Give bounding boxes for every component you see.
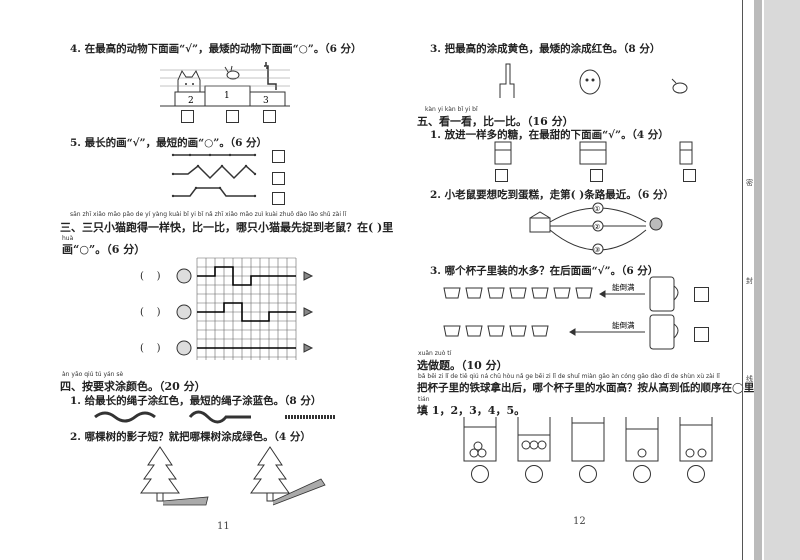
answer-box[interactable]: [694, 327, 709, 342]
tree-icon: [250, 446, 290, 502]
seal-label: 密: [746, 179, 753, 187]
giraffe-icon: [499, 63, 515, 98]
mouse-icon: [303, 343, 314, 353]
beaker-icon: [571, 417, 605, 462]
trees-figure: [140, 446, 326, 506]
answer-circle[interactable]: [687, 465, 705, 483]
step-label: 1: [224, 91, 230, 101]
animals-height-figure: [499, 63, 688, 98]
question-4: 4. 在最高的动物下面画“√”，最矮的动物下面画“○”。（6 分）: [70, 43, 362, 55]
answer-box[interactable]: [694, 287, 709, 302]
answer-box[interactable]: [683, 169, 696, 182]
pour-label: 能倒满: [612, 320, 635, 330]
cat-icon: [176, 304, 192, 320]
section-4-title: 四、按要求涂颜色。（20 分）: [60, 380, 206, 393]
page-number: 11: [217, 521, 230, 532]
tree-icon: [140, 446, 180, 502]
rabbit-icon: [224, 65, 240, 80]
answer-box[interactable]: [590, 169, 603, 182]
beaker-icon: [517, 417, 551, 462]
answer-box[interactable]: [263, 110, 276, 123]
mouse-icon: [649, 217, 663, 231]
cup-icon: [679, 141, 693, 165]
seal-label: 线: [746, 375, 753, 383]
lines-figure: [171, 153, 257, 198]
pinyin-hua: huà: [62, 235, 74, 242]
section-4-q1: 1. 给最长的绳子涂红色，最短的绳子涂蓝色。（8 分）: [70, 395, 322, 407]
section-3-title: 三、三只小猫跑得一样快，比一比，哪只小猫最先捉到老鼠？在( )里: [60, 221, 394, 234]
beakers-figure: [463, 417, 713, 462]
question-3: 3. 把最高的涂成黄色，最矮的涂成红色。（8 分）: [430, 43, 661, 55]
answer-circle[interactable]: [525, 465, 543, 483]
path-label: ③: [594, 246, 600, 254]
answer-paren[interactable]: ( ): [140, 271, 161, 282]
pinyin-line: kàn yi kàn bǐ yi bǐ: [425, 106, 478, 113]
ropes-figure: [94, 410, 335, 424]
section-4-q2: 2. 哪棵树的影子短？就把哪棵树涂成绿色。（4 分）: [70, 431, 311, 443]
seal-label: 封: [746, 277, 753, 285]
pinyin-tian: tián: [418, 396, 430, 403]
section-5-q1: 1. 放进一样多的糖，在最甜的下面画“√”。（4 分）: [430, 129, 669, 141]
path-label: ②: [594, 223, 600, 231]
answer-box[interactable]: [272, 192, 285, 205]
pinyin-line: xuǎn zuò tí: [418, 350, 452, 357]
animal-steps-figure: 2 1 3: [160, 62, 290, 107]
answer-paren[interactable]: ( ): [140, 307, 161, 318]
cat-grid-figure: [176, 257, 314, 360]
answer-box[interactable]: [272, 172, 285, 185]
answer-box[interactable]: [495, 169, 508, 182]
cat-icon: [176, 268, 192, 284]
binding-margin: 密 封 线: [742, 0, 800, 560]
answer-box[interactable]: [226, 110, 239, 123]
answer-paren[interactable]: ( ): [140, 343, 161, 354]
section-5-title: 五、看一看，比一比。（16 分）: [417, 115, 574, 128]
cup-icon: [579, 141, 607, 165]
section-5-q3: 3. 哪个杯子里装的水多？在后面画“√”。（6 分）: [430, 265, 659, 277]
mouse-icon: [303, 271, 314, 281]
section-6-title: 选做题。（10 分）: [417, 359, 508, 372]
answer-circle[interactable]: [633, 465, 651, 483]
step-label: 2: [188, 96, 194, 106]
cat-icon: [177, 69, 201, 93]
cups-figure: [494, 141, 693, 165]
question-5: 5. 最长的画“√”，最短的画“○”。（6 分）: [70, 137, 268, 149]
section-6-line2: 填 1，2，3，4，5。: [417, 404, 526, 417]
dog-icon: [579, 69, 601, 95]
cat-icon: [176, 340, 192, 356]
pinyin-line: sān zhī xiǎo māo pǎo de yí yàng kuài bǐ …: [70, 211, 347, 218]
beaker-icon: [463, 417, 497, 462]
pinyin-line: bǎ bēi zi lǐ de tiě qiú ná chū hòu nǎ ge…: [418, 373, 720, 380]
answer-circle[interactable]: [579, 465, 597, 483]
pour-label: 能倒满: [612, 282, 635, 292]
bird-icon: [671, 78, 688, 94]
path-label: ①: [594, 205, 600, 213]
beaker-icon: [625, 417, 659, 462]
pinyin-line: àn yāo qiú tú yán sè: [62, 371, 124, 378]
mouse-paths-figure: ① ② ③: [529, 202, 663, 255]
answer-box[interactable]: [272, 150, 285, 163]
section-6-line: 把杯子里的铁球拿出后，哪个杯子里的水面高？按从高到低的顺序在◯里: [417, 382, 755, 394]
mouse-icon: [303, 307, 314, 317]
step-label: 3: [263, 96, 269, 106]
answer-box[interactable]: [181, 110, 194, 123]
beaker-icon: [679, 417, 713, 462]
pour-figure: 能倒满 能倒满: [443, 276, 679, 350]
page-number: 12: [573, 516, 586, 527]
section-3-line2: 画“○”。（6 分）: [62, 243, 146, 256]
cup-icon: [494, 141, 512, 165]
cake-icon: [529, 211, 551, 233]
answer-circle[interactable]: [471, 465, 489, 483]
section-5-q2: 2. 小老鼠要想吃到蛋糕，走第( )条路最近。（6 分）: [430, 189, 674, 201]
